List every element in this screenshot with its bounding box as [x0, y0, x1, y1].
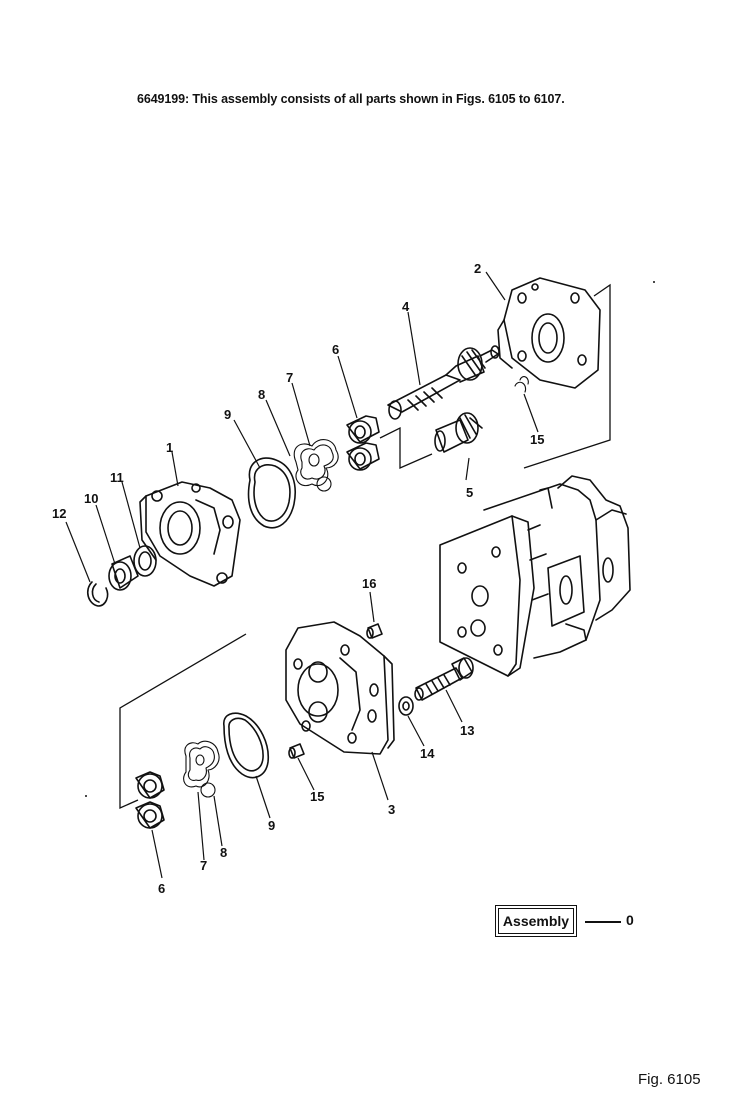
callout-8-upper: 8 — [258, 387, 265, 402]
figure-label: Fig. 6105 — [638, 1071, 701, 1088]
part-6-bushing-upper — [346, 415, 380, 471]
callout-numbers: 1 2 3 4 5 6 6 7 7 8 8 9 9 10 11 12 13 14… — [52, 261, 544, 896]
assembly-leader-line — [585, 921, 621, 923]
assembly-quantity: 0 — [626, 912, 634, 928]
callout-7-lower: 7 — [200, 858, 207, 873]
part-3-gear-case — [285, 621, 395, 755]
bracket-upper-right — [523, 283, 611, 469]
callout-10: 10 — [84, 491, 98, 506]
callout-15-upper: 15 — [530, 432, 544, 447]
leader-lines — [65, 271, 539, 879]
callout-9-lower: 9 — [268, 818, 275, 833]
part-7-8-seals-upper — [293, 439, 339, 492]
bracket-bushing-to-gear — [379, 426, 433, 469]
callout-13: 13 — [460, 723, 474, 738]
part-5-driven-gear — [434, 412, 483, 453]
part-11-oil-seal — [133, 545, 157, 577]
callout-4: 4 — [402, 299, 410, 314]
callout-6-lower: 6 — [158, 881, 165, 896]
callout-16: 16 — [362, 576, 376, 591]
part-6-bushing-lower — [135, 771, 165, 829]
part-9-o-ring-lower — [223, 712, 270, 779]
part-12-snap-ring — [86, 581, 109, 607]
assembly-label: Assembly — [498, 908, 574, 934]
part-7-8-seals-lower — [183, 740, 220, 798]
part-16-pin — [366, 623, 383, 639]
callout-5: 5 — [466, 485, 473, 500]
callout-11: 11 — [110, 470, 124, 485]
callout-8-lower: 8 — [220, 845, 227, 860]
callout-2: 2 — [474, 261, 481, 276]
callout-14: 14 — [420, 746, 435, 761]
part-10-bearing — [108, 555, 139, 591]
part-4-drive-shaft — [387, 345, 500, 420]
speck-dot — [653, 281, 655, 283]
callout-7-upper: 7 — [286, 370, 293, 385]
part-14-washer — [398, 696, 414, 716]
speck-dot — [85, 795, 87, 797]
callout-9-upper: 9 — [224, 407, 231, 422]
part-13-bolt — [414, 657, 474, 701]
header-note: 6649199: This assembly consists of all p… — [137, 92, 565, 106]
part-9-o-ring-upper — [247, 457, 296, 529]
pump-body-assembled — [439, 475, 631, 677]
part-15-dowel-pin-lower — [288, 743, 305, 759]
assembly-box: Assembly — [495, 905, 577, 937]
callout-15-lower: 15 — [310, 789, 324, 804]
callout-12: 12 — [52, 506, 66, 521]
part-1-flange-housing — [139, 481, 241, 587]
part-15-dowel-pin-upper — [514, 376, 529, 393]
callout-3: 3 — [388, 802, 395, 817]
callout-6-upper: 6 — [332, 342, 339, 357]
part-2-cover-plate — [497, 277, 601, 389]
bracket-lower-left — [119, 633, 247, 810]
callout-1: 1 — [166, 440, 173, 455]
